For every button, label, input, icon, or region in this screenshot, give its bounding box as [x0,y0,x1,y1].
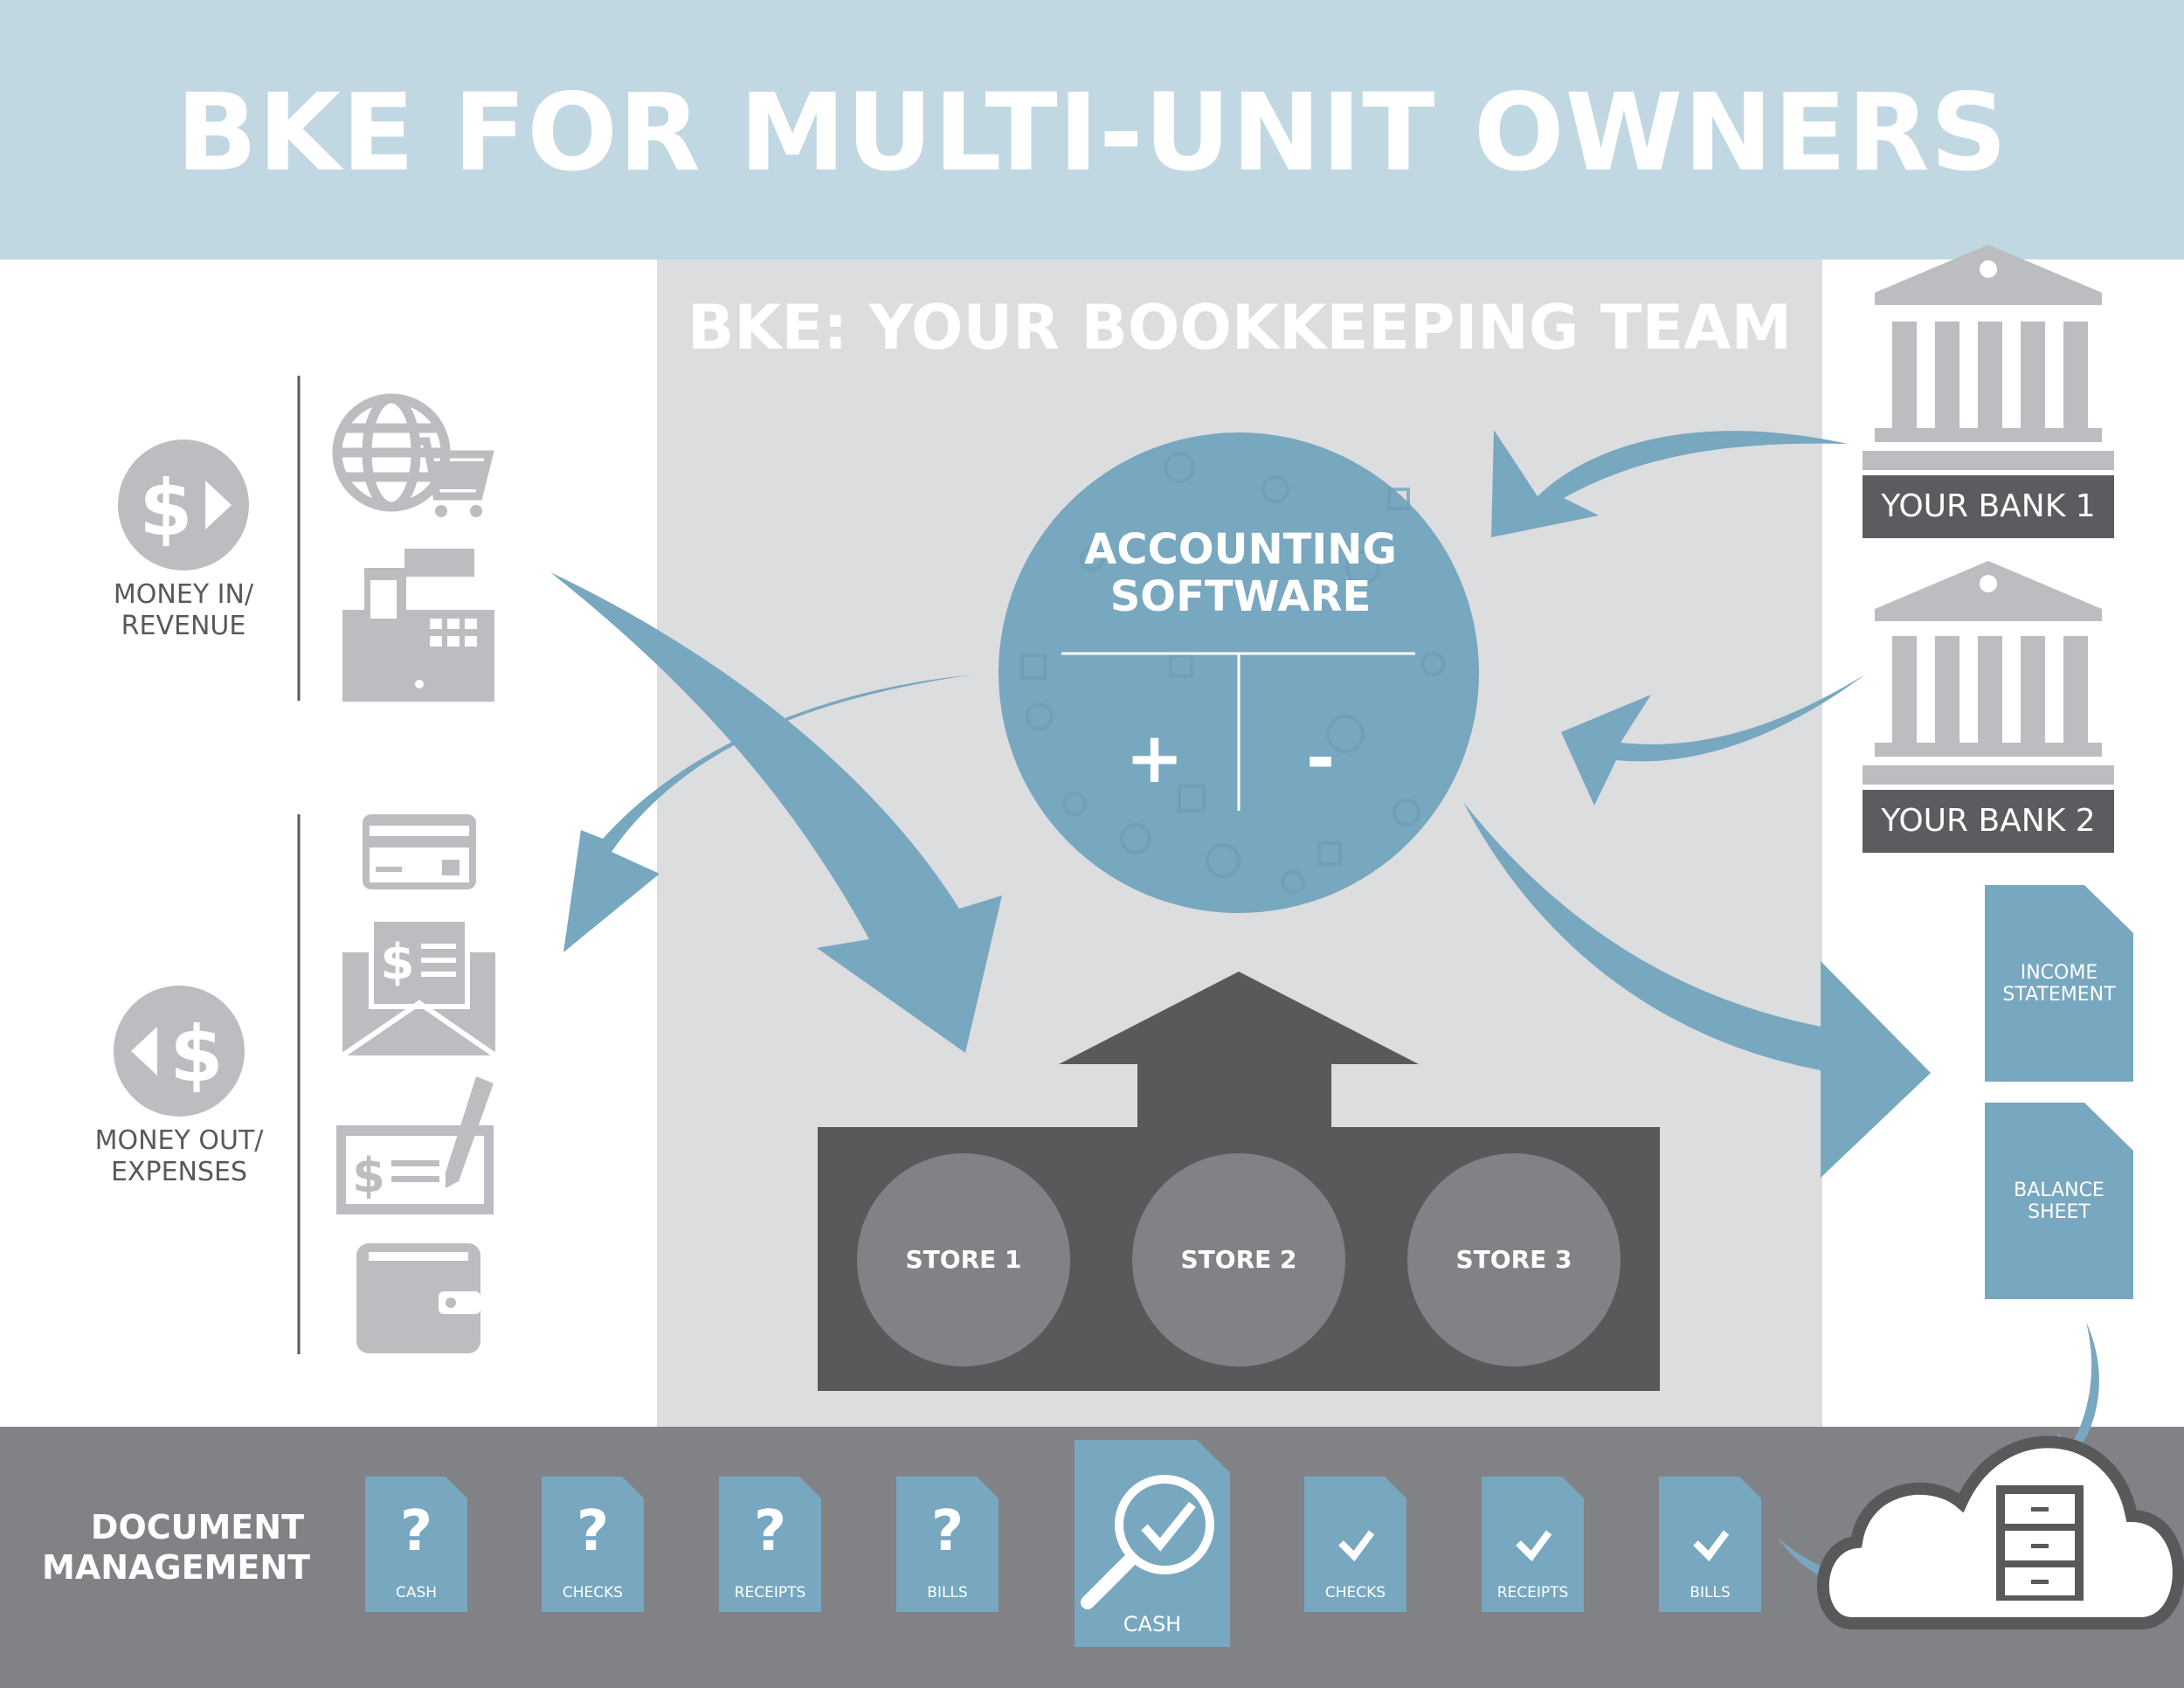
debit-plus: + [1125,717,1185,799]
store-1-circle [857,1153,1070,1366]
stores-up-arrow [1059,972,1419,1127]
accounting-software-title: ACCOUNTING SOFTWARE [1005,526,1476,620]
store-label: STORE 2 [1180,1245,1297,1274]
credit-minus: - [1306,717,1336,799]
doc-mgmt-line: MANAGEMENT [42,1548,311,1587]
doc-label-unverified: CASH [395,1584,438,1602]
balance-sheet-line: BALANCE [2014,1180,2105,1201]
arrow-bank2-to-software [1561,675,1865,806]
arrow-statements-to-cloud [2057,1322,2099,1468]
money-out-label: MONEY OUT/ EXPENSES [66,1125,293,1188]
circle-pattern [1020,452,1445,895]
money-in-label-line: MONEY IN/ [113,579,254,610]
bank-2-icon [1863,561,2114,785]
doc-tiles [365,1440,1761,1647]
money-in-label: MONEY IN/ REVENUE [70,579,297,642]
money-out-label-line: MONEY OUT/ [94,1125,264,1156]
money-out-label-line: EXPENSES [110,1157,248,1187]
credit-card-icon [363,814,476,889]
wallet-icon [356,1243,480,1353]
globe-cart-icon [332,393,451,512]
header-band [0,0,2184,259]
svg-text:$: $ [139,463,192,553]
income-statement-doc [1985,885,2133,1082]
doc-label-featured: CASH [1123,1612,1182,1636]
doc-label-verified: CHECKS [1324,1584,1386,1602]
bank-1-label: YOUR BANK 1 [1863,475,2114,538]
document-management-label: DOCUMENT MANAGEMENT [42,1507,311,1588]
income-statement-line: STATEMENT [2002,984,2116,1006]
check-icon [1693,1530,1730,1562]
doc-label-verified: BILLS [1690,1584,1731,1602]
check-icon [1516,1530,1552,1562]
question-icon: ? [753,1499,787,1564]
cash-register-icon [342,549,494,702]
doc-mgmt-line: DOCUMENT [90,1508,304,1546]
svg-text:$: $ [381,934,415,991]
question-icon: ? [399,1499,433,1564]
income-statement-line: INCOME [2020,962,2098,984]
store-label: STORE 1 [905,1245,1022,1274]
bank-1-icon [1863,245,2114,470]
cloud-storage-icon [1816,1435,2184,1629]
magnifier-check-icon [1081,1475,1214,1609]
arrow-bank1-to-software [1491,430,1848,537]
doc-label-unverified: BILLS [927,1584,968,1602]
software-title-line: ACCOUNTING [1084,525,1397,574]
income-statement-label: INCOME STATEMENT [1985,962,2133,1006]
question-icon: ? [576,1499,610,1564]
software-title-line: SOFTWARE [1109,572,1372,621]
arrow-software-to-statements [1463,802,1931,1178]
question-icon: ? [930,1499,964,1564]
balance-sheet-doc [1985,1103,2133,1299]
money-in-label-line: REVENUE [121,611,246,641]
svg-text:$: $ [352,1148,385,1203]
check-pen-icon: $ [336,1076,494,1214]
bank-2-label: YOUR BANK 2 [1863,790,2114,853]
doc-label-verified: RECEIPTS [1496,1584,1569,1602]
bill-envelope-icon: $ [341,917,497,1058]
doc-label-unverified: CHECKS [562,1584,624,1602]
panel-subtitle: BKE: YOUR BOOKKEEPING TEAM [687,292,1793,363]
doc-label-unverified: RECEIPTS [734,1584,806,1602]
svg-text:$: $ [169,1009,223,1099]
page-title: BKE FOR MULTI-UNIT OWNERS [176,71,2008,195]
money-out-icon: $ [114,986,245,1117]
cart-icon [411,437,494,517]
balance-sheet-label: BALANCE SHEET [1985,1180,2133,1223]
money-in-icon: $ [118,439,249,571]
arrow-revenue-to-stores [550,572,1002,1053]
store-label: STORE 3 [1455,1245,1572,1274]
store-2-circle [1132,1153,1345,1366]
balance-sheet-line: SHEET [2028,1201,2091,1223]
check-icon [1338,1530,1375,1562]
store-3-circle [1407,1153,1621,1366]
